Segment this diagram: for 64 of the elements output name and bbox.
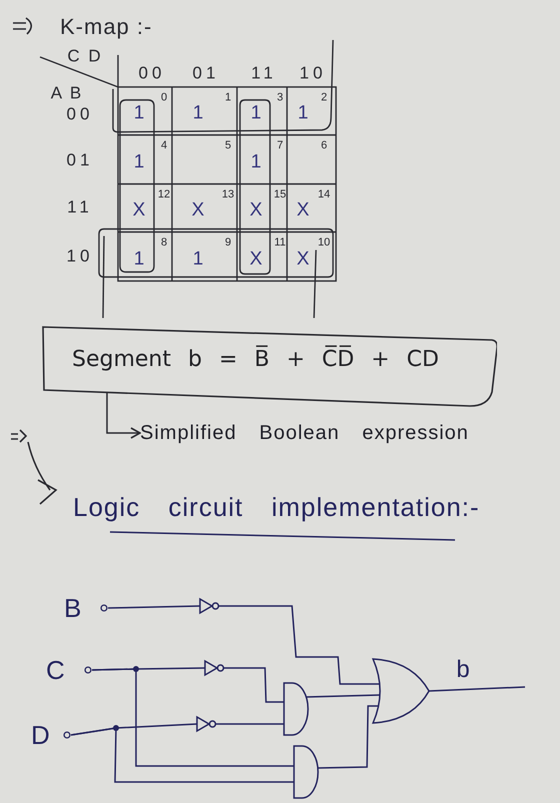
wire bbox=[318, 705, 378, 769]
cell-index: 10 bbox=[318, 238, 330, 248]
and-gate bbox=[293, 745, 319, 799]
equation-text: Segment b = B̅ + C̅D̅ + CD bbox=[72, 346, 439, 374]
wire bbox=[428, 686, 526, 692]
column-header: 11 bbox=[250, 64, 277, 82]
cell-index: 3 bbox=[276, 92, 284, 104]
wire bbox=[216, 723, 284, 725]
axis-label: C D bbox=[66, 48, 103, 64]
cell-value: 1 bbox=[250, 152, 262, 171]
cell-index: 8 bbox=[160, 238, 168, 248]
row-header: 11 bbox=[66, 198, 93, 216]
cell-index: 13 bbox=[222, 190, 234, 200]
wire bbox=[92, 668, 294, 767]
arrow bbox=[106, 392, 141, 439]
annotation-text: Simplified Boolean expression bbox=[140, 421, 469, 445]
cell-index: 2 bbox=[320, 92, 328, 104]
row-header: 00 bbox=[66, 106, 94, 122]
section-heading: Logic circuit implementation:- bbox=[73, 492, 480, 524]
cell-value: 1 bbox=[134, 249, 144, 268]
row-header: 10 bbox=[66, 248, 94, 264]
cell-index: 14 bbox=[318, 190, 330, 200]
cell-value: 1 bbox=[134, 104, 144, 122]
input-label: B bbox=[64, 595, 82, 621]
cell-value: X bbox=[250, 249, 262, 268]
cell-index: 12 bbox=[158, 190, 170, 200]
not-gate bbox=[204, 660, 224, 676]
cell-value: 1 bbox=[192, 249, 204, 268]
column-header: 10 bbox=[298, 64, 326, 82]
cell-index: 0 bbox=[160, 92, 168, 104]
column-header: 01 bbox=[192, 64, 220, 82]
cell-index: 7 bbox=[276, 140, 284, 152]
row-header: 01 bbox=[66, 152, 94, 168]
cell-value: 1 bbox=[298, 104, 308, 122]
cell-value: 1 bbox=[192, 104, 204, 122]
wire bbox=[70, 727, 294, 783]
expression-box bbox=[42, 324, 497, 408]
title: K-map :- bbox=[60, 16, 152, 38]
cell-index: 4 bbox=[160, 140, 168, 152]
cell-value: X bbox=[296, 200, 310, 220]
input-label: D bbox=[31, 722, 50, 748]
cell-index: 6 bbox=[320, 140, 328, 152]
cell-value: X bbox=[132, 200, 146, 220]
column-header: 00 bbox=[138, 64, 166, 82]
cell-value: X bbox=[296, 249, 310, 268]
cell-index: 9 bbox=[224, 238, 232, 248]
cell-index: 11 bbox=[274, 238, 286, 248]
input-label: C bbox=[46, 657, 65, 683]
wire bbox=[306, 694, 380, 698]
cell-value: X bbox=[250, 200, 262, 220]
and-gate bbox=[283, 682, 309, 736]
wire bbox=[108, 605, 200, 609]
not-gate bbox=[196, 716, 216, 732]
axis-label: A B bbox=[50, 84, 84, 102]
cell-value: X bbox=[192, 200, 204, 220]
cell-index: 5 bbox=[224, 140, 232, 152]
cell-value: 1 bbox=[250, 104, 262, 122]
not-gate bbox=[199, 598, 219, 614]
cell-index: 1 bbox=[224, 92, 232, 104]
cell-value: 1 bbox=[134, 152, 144, 171]
wire bbox=[218, 605, 380, 685]
or-gate bbox=[372, 658, 430, 724]
wire bbox=[224, 667, 284, 703]
cell-index: 15 bbox=[274, 190, 286, 200]
